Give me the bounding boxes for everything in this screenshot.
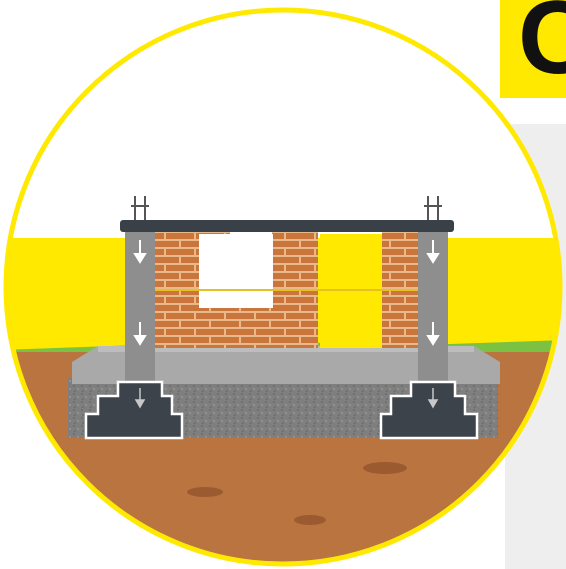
header-banner: C: [500, 0, 566, 98]
footing-left: [84, 380, 184, 440]
rebar-left: [131, 196, 149, 222]
slab-top: [98, 346, 474, 352]
soil-spot: [363, 462, 407, 474]
soil-spot: [294, 515, 326, 525]
down-arrow-icon: [426, 322, 440, 346]
footing-right: [379, 380, 479, 440]
roof-beam: [120, 220, 454, 232]
circle-frame: [3, 7, 563, 567]
down-arrow-icon: [133, 240, 147, 264]
down-arrow-icon: [133, 322, 147, 346]
down-arrow-icon: [134, 388, 146, 409]
floor-slab: [72, 346, 500, 384]
banner-text: C: [518, 0, 566, 96]
down-arrow-icon: [427, 388, 439, 409]
rebar-right: [424, 196, 442, 222]
window-opening: [199, 234, 273, 308]
down-arrow-icon: [426, 240, 440, 264]
soil-spot: [187, 487, 223, 497]
brick-wall-sill: [196, 308, 276, 348]
